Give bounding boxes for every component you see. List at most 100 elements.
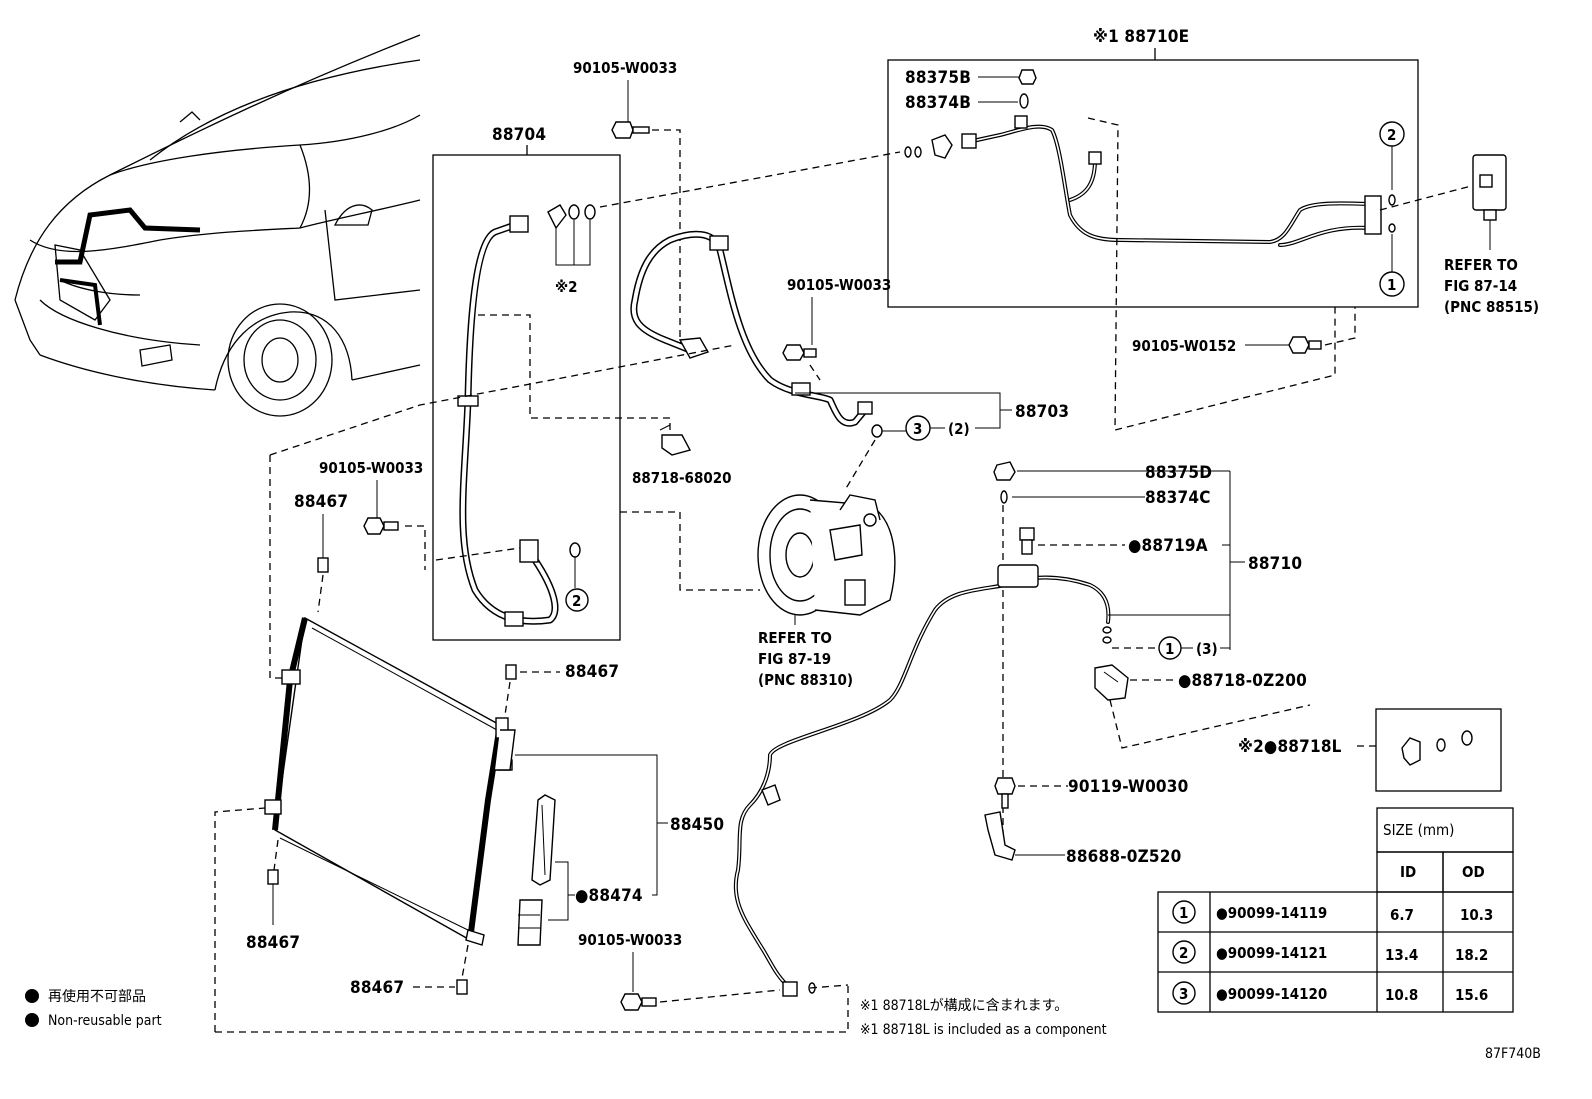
table-row-2-circle	[1172, 940, 1196, 964]
table-row-2-id: 13.4	[1385, 946, 1418, 964]
condenser-88450	[264, 616, 516, 946]
hose-88703	[630, 230, 873, 427]
svg-text:2: 2	[1387, 126, 1396, 144]
label-88374B: 88374B	[905, 93, 971, 113]
label-88375B: 88375B	[905, 68, 971, 88]
table-row-1-part: ●90099-14119	[1216, 904, 1327, 922]
receiver-88474	[517, 794, 556, 946]
label-ref-star2: ※2	[555, 278, 578, 296]
table-row-2-od: 18.2	[1455, 946, 1488, 964]
label-88718-0z200: ●88718-0Z200	[1178, 671, 1307, 691]
bolt-90105-top	[611, 121, 650, 139]
clip-88710E	[904, 134, 953, 159]
circle-2-88704	[565, 588, 589, 612]
compressor	[757, 494, 896, 616]
svg-text:3: 3	[1179, 985, 1188, 1003]
svg-text:1: 1	[1387, 276, 1396, 294]
size-table-title: SIZE (mm)	[1383, 821, 1454, 839]
table-row-1-od: 10.3	[1460, 906, 1493, 924]
table-row-3-od: 15.6	[1455, 986, 1488, 1004]
tube-88710E	[961, 115, 1382, 247]
refer-comp-line2: FIG 87-19	[758, 650, 831, 668]
label-90105-left: 90105-W0033	[319, 459, 423, 477]
label-90105-mid: 90105-W0033	[787, 276, 891, 294]
size-table-col-id: ID	[1400, 863, 1416, 881]
label-88718-68020: 88718-68020	[632, 469, 732, 487]
label-88718L: ※2●88718L	[1238, 737, 1342, 757]
bolt-90105-w0152	[1288, 336, 1322, 354]
label-90105-top: 90105-W0033	[573, 59, 677, 77]
table-row-2-part: ●90099-14121	[1216, 944, 1327, 962]
label-90119: 90119-W0030	[1068, 777, 1188, 797]
bracket-88467-d	[456, 979, 468, 995]
tube-88710	[733, 564, 1111, 997]
bolt-90105-bottom	[620, 993, 657, 1011]
label-88374C: 88374C	[1145, 488, 1211, 508]
label-88467-b: 88467	[565, 662, 619, 682]
hose-88704	[457, 215, 559, 627]
table-row-1-id: 6.7	[1390, 906, 1414, 924]
label-90105-w0152: 90105-W0152	[1132, 337, 1236, 355]
bracket-88467-b	[505, 664, 517, 680]
label-88375D: 88375D	[1145, 463, 1212, 483]
clamp-88718-68020	[659, 424, 692, 456]
expansion-valve	[1472, 154, 1507, 221]
o-ring-3-88703	[871, 424, 883, 438]
legend-dot-en	[25, 1013, 39, 1027]
label-88710: 88710	[1248, 554, 1302, 574]
valve-88374B	[1019, 93, 1029, 109]
figure-id: 87F740B	[1485, 1046, 1541, 1062]
table-row-3-part: ●90099-14120	[1216, 985, 1327, 1003]
label-88474: ●88474	[575, 886, 643, 906]
refer-exp-line1: REFER TO	[1444, 256, 1518, 274]
cap-88375B	[1018, 69, 1037, 85]
svg-text:2: 2	[1179, 944, 1188, 962]
svg-text:(3): (3)	[1196, 640, 1218, 658]
refer-exp-line2: FIG 87-14	[1444, 277, 1517, 295]
size-table	[1157, 807, 1514, 1013]
label-88467-d: 88467	[350, 978, 404, 998]
refer-comp-line1: REFER TO	[758, 629, 832, 647]
label-88710E: ※1 88710E	[1093, 27, 1189, 47]
bracket-88688	[984, 811, 1016, 861]
note-jp: ※1 88718Lが構成に含まれます。	[860, 998, 1068, 1014]
bolt-90119	[994, 777, 1016, 809]
valve-88374C	[1000, 490, 1008, 504]
table-row-3-circle	[1172, 981, 1196, 1005]
part-88719A	[1019, 527, 1035, 555]
vehicle-illustration	[14, 34, 421, 417]
size-table-col-od: OD	[1462, 863, 1485, 881]
label-88450: 88450	[670, 815, 724, 835]
cap-88375D	[993, 461, 1016, 481]
label-90105-bottom: 90105-W0033	[578, 931, 682, 949]
table-row-1-circle	[1172, 900, 1196, 924]
svg-text:2: 2	[572, 592, 581, 610]
svg-text:3: 3	[913, 420, 922, 438]
legend-en: Non-reusable part	[48, 1013, 162, 1029]
refer-exp-line3: (PNC 88515)	[1444, 298, 1539, 316]
legend-jp: 再使用不可部品	[48, 988, 146, 1005]
label-88704: 88704	[492, 125, 546, 145]
bracket-88467-c	[267, 869, 279, 885]
vehicle-ac-line	[55, 207, 201, 326]
svg-text:1: 1	[1165, 640, 1174, 658]
box-88710E	[887, 59, 1419, 308]
label-88467-a: 88467	[294, 492, 348, 512]
circle-1-88710E	[1379, 271, 1405, 297]
legend-dot-jp	[25, 989, 39, 1003]
label-88688: 88688-0Z520	[1066, 847, 1181, 867]
label-88467-c: 88467	[246, 933, 300, 953]
refer-comp-line3: (PNC 88310)	[758, 671, 853, 689]
bolt-90105-left	[363, 517, 399, 535]
bracket-88467-a	[317, 557, 329, 573]
parts-88718L	[1401, 730, 1473, 766]
o-ring-2-88704	[569, 542, 581, 558]
label-88703: 88703	[1015, 402, 1069, 422]
bolt-90105-mid	[782, 344, 817, 361]
table-row-3-id: 10.8	[1385, 986, 1418, 1004]
label-88719A: ●88719A	[1128, 536, 1208, 556]
svg-text:1: 1	[1179, 904, 1188, 922]
box-88718L	[1375, 708, 1502, 792]
svg-text:(2): (2)	[948, 420, 970, 438]
